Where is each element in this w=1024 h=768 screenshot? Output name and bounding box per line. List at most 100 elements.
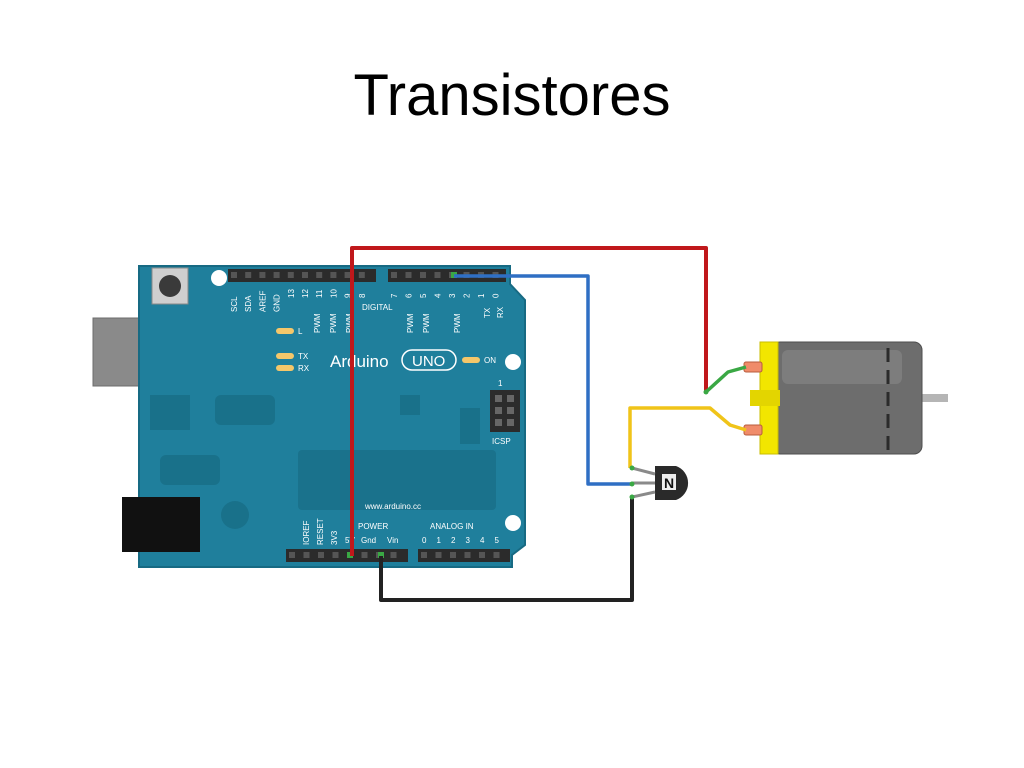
digital-pin-label: 7 xyxy=(390,293,399,298)
header-pin-hole xyxy=(330,272,337,278)
icsp-pin-hole xyxy=(507,407,514,414)
digital-header-right xyxy=(388,269,506,282)
wire-junction xyxy=(703,389,709,395)
bottom-header-holes xyxy=(289,552,500,558)
motor-terminal-top xyxy=(743,361,763,373)
wire-red-5v xyxy=(350,246,708,556)
header-pin-hole xyxy=(273,272,280,278)
transistor-lead-emitter xyxy=(631,490,656,499)
digital-pin-label: 0 xyxy=(492,293,501,298)
header-pin-hole xyxy=(259,272,266,278)
digital-pin-label: GND xyxy=(273,294,282,312)
led-on xyxy=(462,357,480,363)
digital-pin-label: 4 xyxy=(434,293,443,298)
transistor-lead-collector xyxy=(631,466,656,476)
pwm-label-11: PWM xyxy=(313,313,322,333)
wire-black-ground xyxy=(379,497,634,602)
digital-pin-label: 8 xyxy=(358,293,367,298)
digital-pin-label: 5 xyxy=(419,293,428,298)
header-pin-hole xyxy=(316,272,323,278)
header-pin-hole xyxy=(434,272,441,278)
analog-pin-label: 1 xyxy=(437,536,442,545)
power-pin-label: IOREF xyxy=(302,520,311,545)
digital-label: DIGITAL xyxy=(362,303,393,312)
board-component xyxy=(160,455,220,485)
icsp-pin-hole xyxy=(495,419,502,426)
dc-power-jack xyxy=(122,497,200,552)
digital-pin-label: 13 xyxy=(287,289,296,298)
tx-pin-label: TX xyxy=(483,307,492,318)
pwm-label-10: PWM xyxy=(329,313,338,333)
wire-junction xyxy=(629,494,635,500)
reset-button-cap[interactable] xyxy=(159,275,181,297)
analog-label: ANALOG IN xyxy=(430,522,474,531)
header-pin-hole xyxy=(420,272,426,278)
digital-pin-label: SDA xyxy=(244,295,253,312)
icsp-pin-hole xyxy=(507,419,514,426)
icsp-label: ICSP xyxy=(492,437,511,446)
header-pin-hole xyxy=(332,552,339,558)
analog-pin-label: 4 xyxy=(480,536,485,545)
digital-pin-label: 10 xyxy=(329,289,338,298)
transistor-label-plate xyxy=(662,474,676,490)
icsp-pin-hole xyxy=(507,395,514,402)
icsp-pin-hole xyxy=(495,407,502,414)
connected-pin xyxy=(378,552,384,558)
analog-pin-label: 0 xyxy=(422,536,427,545)
header-pin-hole xyxy=(303,552,310,558)
uno-logo-frame xyxy=(401,349,457,371)
pwm-label-5: PWM xyxy=(422,313,431,333)
header-pin-hole xyxy=(358,272,365,278)
led-on-label: ON xyxy=(484,356,496,365)
led-rx xyxy=(276,365,294,371)
mounting-hole xyxy=(505,515,521,531)
icsp-header xyxy=(490,390,520,432)
led-l xyxy=(276,328,294,334)
header-pin-hole xyxy=(479,552,485,558)
header-pin-hole xyxy=(435,552,442,558)
npn-transistor: N xyxy=(631,466,689,500)
digital-pin-label: 12 xyxy=(301,289,310,298)
header-pin-hole xyxy=(493,552,500,558)
digital-pin-label: SCL xyxy=(230,296,239,312)
board-component xyxy=(215,395,275,425)
digital-pin-label: 9 xyxy=(344,293,353,298)
wire-green-motor xyxy=(704,365,747,394)
power-pin-label: Vin xyxy=(387,536,398,545)
digital-pin-label: 3 xyxy=(448,293,457,298)
board-component xyxy=(400,395,420,415)
led-tx xyxy=(276,353,294,359)
analog-pin-label: 5 xyxy=(495,536,500,545)
icsp-header-holes xyxy=(495,395,514,426)
led-tx-label: TX xyxy=(298,352,309,361)
led-l-label: L xyxy=(298,327,303,336)
slide-title: Transistores xyxy=(353,63,671,128)
arduino-logo-text: Arduino xyxy=(330,352,389,371)
header-pin-hole xyxy=(390,552,397,558)
header-pin-hole xyxy=(289,552,295,558)
uno-logo-text: UNO xyxy=(412,353,445,370)
header-pin-hole xyxy=(287,272,294,278)
mounting-hole xyxy=(211,270,227,286)
header-pin-hole xyxy=(344,272,351,278)
icsp-pin1-label: 1 xyxy=(498,379,503,388)
header-pin-hole xyxy=(450,552,456,558)
wire-junction xyxy=(629,481,635,487)
motor-highlight xyxy=(782,350,902,384)
board-component xyxy=(460,408,480,444)
header-pin-hole xyxy=(302,272,308,278)
dc-motor xyxy=(743,341,948,455)
analog-pin-label: 2 xyxy=(451,536,456,545)
motor-terminal-bottom xyxy=(743,424,763,436)
pwm-label-9: PWM xyxy=(345,313,354,333)
wire-junction xyxy=(629,465,635,471)
header-pin-hole xyxy=(245,272,252,278)
header-pin-hole xyxy=(231,272,237,278)
rx-pin-label: RX xyxy=(496,306,505,318)
header-pin-hole xyxy=(318,552,324,558)
header-pin-hole xyxy=(421,552,427,558)
